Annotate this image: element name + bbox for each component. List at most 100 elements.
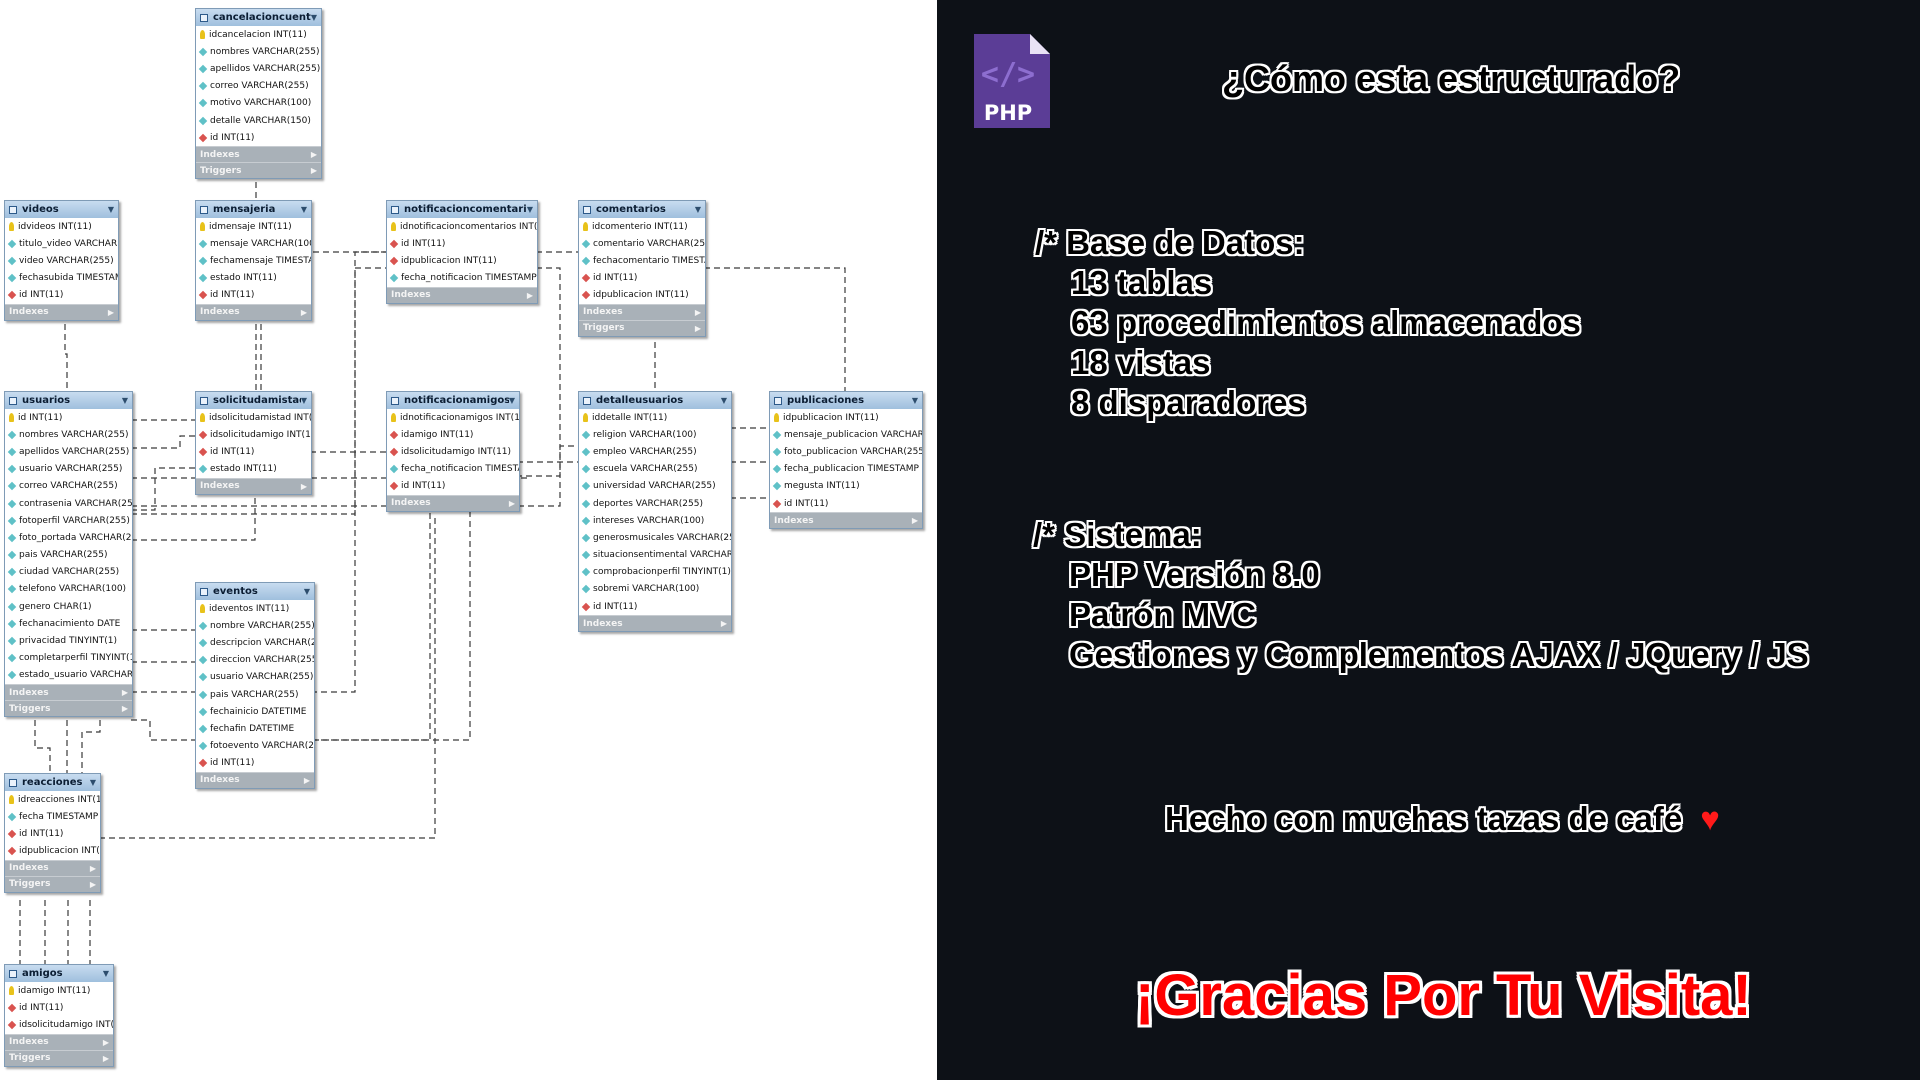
section-triggers[interactable]: Triggers▶ [5,1049,113,1066]
table-header[interactable]: reacciones▼ [5,774,100,791]
table-mensajeria[interactable]: mensajeria▼idmensaje INT(11)mensaje VARC… [195,200,312,321]
expand-arrow-icon[interactable]: ▶ [303,775,310,785]
relationship-connector [131,472,256,541]
section-indexes[interactable]: Indexes▶ [579,615,731,632]
section-indexes[interactable]: Indexes▶ [387,494,519,511]
expand-arrow-icon[interactable]: ▶ [121,704,128,713]
collapse-arrow-icon[interactable]: ▼ [107,205,114,214]
collapse-arrow-icon[interactable]: ▼ [720,396,727,405]
column-icon [581,550,591,560]
foreign-key-icon [198,759,208,768]
expand-arrow-icon[interactable]: ▶ [720,619,727,629]
table-header[interactable]: detalleusuarios▼ [579,392,731,409]
relationship-connector [131,467,195,511]
table-amigos[interactable]: amigos▼idamigo INT(11)id INT(11)idsolici… [4,964,114,1067]
table-header[interactable]: comentarios▼ [579,201,705,218]
collapse-arrow-icon[interactable]: ▼ [508,396,515,405]
column-label: ideventos INT(11) [209,603,290,614]
table-name: mensajeria [213,204,276,215]
table-name: videos [22,204,59,215]
expand-arrow-icon[interactable]: ▶ [300,307,307,317]
expand-arrow-icon[interactable]: ▶ [89,863,96,873]
column-icon [198,256,208,266]
collapse-arrow-icon[interactable]: ▼ [303,587,310,596]
column-icon [389,273,399,283]
collapse-arrow-icon[interactable]: ▼ [121,396,128,405]
table-header[interactable]: notificacioncomentarios▼ [387,201,537,218]
table-usuarios[interactable]: usuarios▼id INT(11)nombres VARCHAR(255)a… [4,391,133,717]
expand-arrow-icon[interactable]: ▶ [102,1037,109,1047]
section-triggers[interactable]: Triggers▶ [579,319,705,336]
section-triggers[interactable]: Triggers▶ [5,875,100,892]
section-indexes[interactable]: Indexes▶ [196,771,314,788]
column-row: id INT(11) [196,287,311,304]
table-header[interactable]: mensajeria ▼ [196,201,311,218]
section-indexes[interactable]: Indexes▶ [5,859,100,876]
table-detalleusuarios[interactable]: detalleusuarios▼iddetalle INT(11)religio… [578,391,732,633]
collapse-arrow-icon[interactable]: ▼ [310,13,317,22]
expand-arrow-icon[interactable]: ▶ [89,879,96,889]
expand-arrow-icon[interactable]: ▶ [911,516,918,526]
table-publicaciones[interactable]: publicaciones▼idpublicacion INT(11)mensa… [769,391,923,530]
section-triggers[interactable]: Triggers▶ [196,162,321,179]
collapse-arrow-icon[interactable]: ▼ [694,205,701,214]
table-notificacioncomentarios[interactable]: notificacioncomentarios▼ idnotificacionco… [386,200,538,304]
database-item: 8 disparadores [1071,384,1306,421]
column-label: correo VARCHAR(255) [210,81,309,92]
column-label: idamigo INT(11) [401,429,474,440]
table-videos[interactable]: videos▼idvideos INT(11)titulo_video VARC… [4,200,119,321]
column-label: pais VARCHAR(255) [19,550,108,561]
table-comentarios[interactable]: comentarios▼idcomenterio INT(11)comentar… [578,200,706,337]
column-row: fecha TIMESTAMP [5,808,100,825]
table-reacciones[interactable]: reacciones▼idreacciones INT(11)fecha TIM… [4,773,101,893]
section-indexes[interactable]: Indexes▶ [196,477,311,494]
collapse-arrow-icon[interactable]: ▼ [526,205,533,214]
section-indexes[interactable]: Indexes▶ [579,303,705,320]
column-row: religion VARCHAR(100) [579,426,731,443]
expand-arrow-icon[interactable]: ▶ [102,1053,109,1063]
expand-arrow-icon[interactable]: ▶ [121,688,128,697]
section-triggers[interactable]: Triggers▶ [5,700,132,716]
section-indexes[interactable]: Indexes▶ [196,303,311,320]
expand-arrow-icon[interactable]: ▶ [310,166,317,176]
table-icon [391,396,399,405]
expand-arrow-icon[interactable]: ▶ [526,290,533,300]
collapse-arrow-icon[interactable]: ▼ [89,778,96,787]
section-indexes[interactable]: Indexes▶ [770,512,922,529]
expand-arrow-icon[interactable]: ▶ [694,307,701,317]
table-header[interactable]: eventos▼ [196,583,314,600]
table-header[interactable]: notificacionamigos▼ [387,392,519,409]
column-icon [7,812,17,822]
foreign-key-icon [389,482,399,491]
section-indexes[interactable]: Indexes▶ [387,286,537,303]
column-label: idsolicitudamigo INT(11) [210,429,311,440]
column-label: mensaje_publicacion VARCHAR(150) [784,429,922,440]
table-header[interactable]: amigos▼ [5,965,113,982]
collapse-arrow-icon[interactable]: ▼ [102,969,109,978]
table-cancelacioncuenta[interactable]: cancelacioncuenta▼idcancelacion INT(11)n… [195,8,322,180]
table-eventos[interactable]: eventos▼ideventos INT(11)nombre VARCHAR(… [195,582,315,789]
section-indexes[interactable]: Indexes▶ [5,684,132,700]
section-indexes[interactable]: Indexes▶ [5,303,118,320]
table-solicitudamistad[interactable]: solicitudamistad▼idsolicitudamistad INT(… [195,391,312,495]
column-icon [7,619,17,629]
expand-arrow-icon[interactable]: ▶ [310,150,317,160]
column-label: idnotificacioncomentarios INT(11) [400,221,537,232]
table-header[interactable]: videos ▼ [5,201,118,218]
column-row: empleo VARCHAR(255) [579,443,731,460]
column-label: situacionsentimental VARCHAR(255) [593,550,731,561]
table-notificacionamigos[interactable]: notificacionamigos▼idnotificacionamigos … [386,391,520,512]
expand-arrow-icon[interactable]: ▶ [107,307,114,317]
section-indexes[interactable]: Indexes▶ [5,1033,113,1050]
section-indexes[interactable]: Indexes▶ [196,146,321,163]
table-header[interactable]: usuarios▼ [5,392,132,409]
table-header[interactable]: cancelacioncuenta▼ [196,9,321,26]
collapse-arrow-icon[interactable]: ▼ [300,205,307,214]
expand-arrow-icon[interactable]: ▶ [694,323,701,333]
table-header[interactable]: solicitudamistad▼ [196,392,311,409]
table-header[interactable]: publicaciones▼ [770,392,922,409]
expand-arrow-icon[interactable]: ▶ [300,481,307,491]
collapse-arrow-icon[interactable]: ▼ [300,396,307,405]
expand-arrow-icon[interactable]: ▶ [508,498,515,508]
collapse-arrow-icon[interactable]: ▼ [911,396,918,405]
